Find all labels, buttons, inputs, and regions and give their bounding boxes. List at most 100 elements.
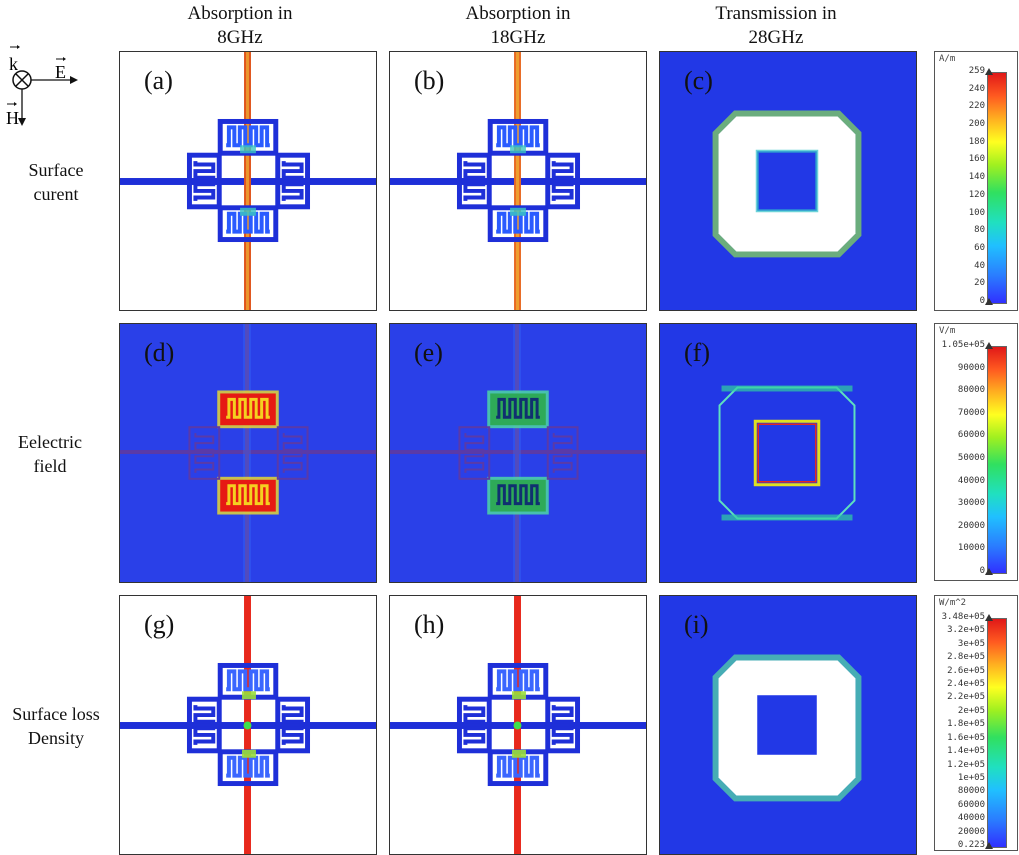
vertical-strip-highlight (516, 52, 519, 310)
colorbar-marker-icon (985, 68, 993, 75)
field-distribution-plot (120, 52, 376, 310)
colorbar-tick-label: 20000 (957, 826, 985, 837)
resonator-meander (496, 484, 540, 506)
meander-resonator-line (496, 211, 540, 234)
panel-label: (b) (414, 66, 445, 95)
meander-hot-spot (512, 691, 526, 700)
vertical-strip-glow (243, 324, 251, 582)
center-hot-spot (243, 721, 252, 730)
side-resonator-frame (456, 152, 492, 210)
row-label-surface-loss: Surface loss Density (0, 702, 112, 750)
side-resonator-outline (276, 426, 309, 480)
side-resonator-meander (552, 433, 573, 473)
ring-edge-glow (712, 654, 862, 802)
meander-resonator-line (226, 755, 270, 778)
colorbar-tick-label: 50000 (957, 453, 985, 463)
field-distribution-plot (712, 654, 862, 802)
inner-edge-glow (755, 149, 819, 213)
meander-hot-spot (242, 749, 256, 758)
panel-b-surface-current-18ghz: (b) (389, 51, 647, 311)
vertical-strip-glow (513, 324, 521, 582)
colorbar-gradient (987, 618, 1007, 848)
column-header-28ghz: Transmission in 28GHz (686, 2, 866, 50)
colorbar-marker-icon (985, 614, 993, 621)
ring-edge-glow (712, 110, 862, 258)
colorbar-tick-label: 40000 (957, 475, 985, 486)
coordinate-axes-icon: k E H (6, 45, 78, 128)
colorbar-tick-label: 1e+05 (957, 772, 985, 783)
panel-a-surface-current-8ghz: (a) (119, 51, 377, 311)
side-resonator-meander (194, 433, 215, 473)
resonator-meander (496, 397, 540, 419)
ring-inner-aperture (757, 151, 817, 211)
side-resonator-line (193, 161, 216, 201)
colorbar-tick-label: 1.8e+05 (947, 719, 985, 730)
colorbar-tick-label: 40 (974, 260, 985, 271)
colorbar-tick-label: 1.6e+05 (947, 732, 985, 743)
colorbar-marker-icon (985, 342, 993, 349)
colorbar-unit: V/m (939, 326, 956, 336)
ring-inner-aperture (757, 695, 817, 755)
panel-g-surface-loss-8ghz: (g) (119, 595, 377, 855)
colorbar-tick-label: 160 (968, 154, 985, 165)
panel-label: (i) (684, 610, 709, 639)
resonator-meander (226, 397, 270, 419)
bottom-edge-field (721, 514, 853, 521)
vertical-strip-highlight (246, 52, 249, 310)
field-distribution-plot (390, 324, 646, 582)
colorbar-tick-label: 2.2e+05 (947, 692, 985, 703)
colorbar-tick-label: 200 (968, 119, 985, 130)
row-label-line2: curent (33, 184, 79, 204)
meander-hot-spot (510, 207, 526, 216)
field-distribution-plot (120, 596, 376, 854)
row-label-surface-current: Surface curent (0, 158, 112, 206)
column-header-line1: Transmission in (715, 3, 837, 24)
side-resonator-line (281, 161, 304, 201)
panel-label: (a) (144, 66, 173, 95)
top-edge-field (721, 385, 853, 392)
colorbar-marker-icon (985, 298, 993, 305)
row-label-line1: Surface (28, 160, 84, 180)
column-header-line1: Absorption in (465, 3, 571, 24)
outer-ring-outline (718, 386, 856, 520)
colorbar-tick-label: 60 (974, 242, 985, 253)
side-resonator-line (463, 161, 486, 201)
meander-resonator-line (496, 755, 540, 778)
side-resonator-frame (545, 152, 581, 210)
panel-d-electric-field-8ghz: (d) (119, 323, 377, 583)
center-hot-spot (513, 721, 522, 730)
colorbar-tick-label: 20000 (957, 520, 985, 531)
colorbar-tick-label: 20 (974, 278, 985, 289)
column-header-line2: 8GHz (217, 27, 263, 48)
colorbar-tick-label: 30000 (957, 498, 985, 509)
colorbar-tick-label: 10000 (957, 543, 985, 554)
side-resonator-line (551, 705, 574, 745)
field-distribution-plot (390, 52, 646, 310)
colorbar-tick-label: 120 (968, 189, 985, 200)
side-resonator-line (193, 705, 216, 745)
meander-hot-spot (240, 207, 256, 216)
e-vector-label: E (55, 62, 66, 82)
column-header-8ghz: Absorption in 8GHz (150, 2, 330, 50)
colorbar-tick-label: 2.8e+05 (947, 652, 985, 663)
colorbar-unit: W/m^2 (939, 598, 967, 608)
colorbar-marker-icon (985, 842, 993, 849)
column-header-line1: Absorption in (187, 3, 293, 24)
meander-resonator-line (226, 211, 270, 234)
colorbar-tick-label: 240 (968, 83, 985, 94)
colorbar-tick-label: 40000 (957, 813, 985, 824)
colorbar-tick-label: 80000 (957, 385, 985, 396)
colorbar-tick-label: 220 (968, 101, 985, 112)
column-header-line2: 28GHz (748, 27, 804, 48)
panel-i-surface-loss-28ghz: (i) (659, 595, 917, 855)
colorbar-tick-label: 3.2e+05 (947, 625, 985, 636)
colorbar-tick-label: 2e+05 (957, 705, 985, 716)
k-vector-label: k (9, 54, 18, 74)
meander-hot-spot (510, 145, 526, 154)
colorbar-tick-label: 1.05e+05 (941, 340, 985, 350)
side-resonator-frame (545, 696, 581, 754)
panel-label: (h) (414, 610, 445, 639)
